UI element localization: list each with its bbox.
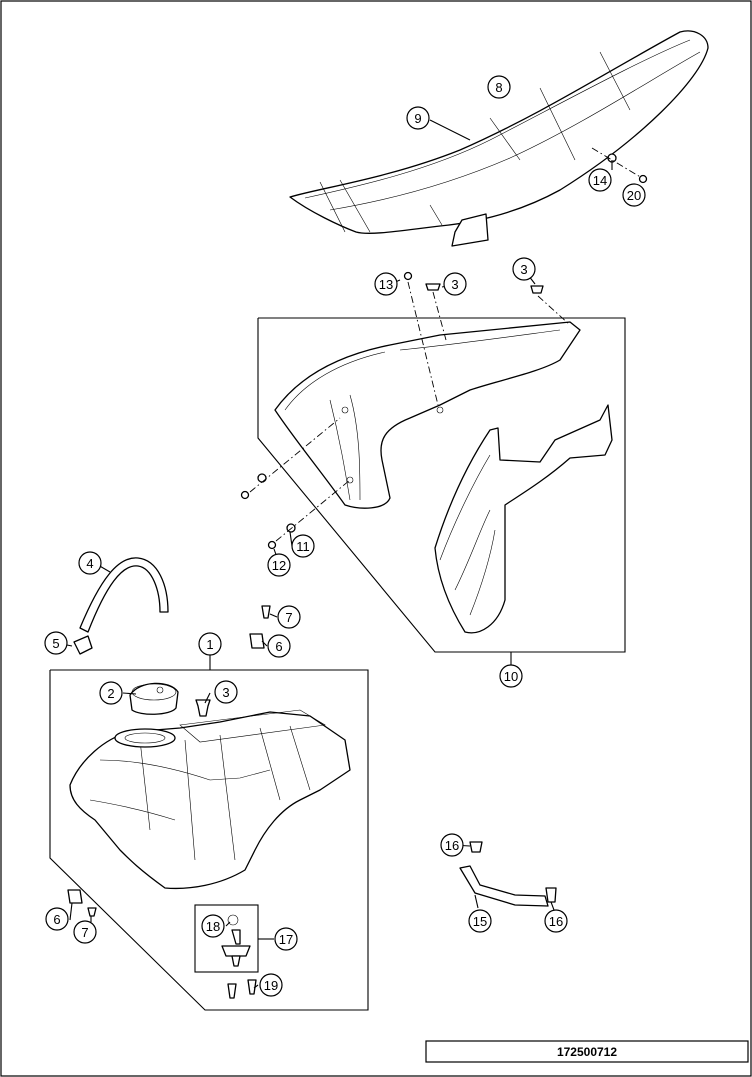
callout-4: 4 [78, 551, 102, 575]
callout-13-text: 13 [379, 277, 393, 292]
callout-20: 20 [622, 183, 646, 207]
callout-10: 10 [499, 664, 523, 688]
fasteners-side-cover [240, 271, 571, 550]
fuel-tap-box [194, 904, 259, 973]
callout-9: 9 [406, 106, 430, 130]
callout-11-text: 11 [296, 539, 310, 554]
callout-5: 5 [44, 631, 68, 655]
callout-2: 2 [99, 681, 123, 705]
callout-6a: 6 [267, 634, 291, 658]
callout-16a-text: 16 [445, 838, 459, 853]
callout-3c: 3 [214, 680, 238, 704]
callout-16b: 16 [544, 909, 568, 933]
fuel-tap [221, 914, 251, 967]
callout-18-text: 18 [206, 919, 220, 934]
callout-8: 8 [487, 75, 511, 99]
callout-13: 13 [374, 272, 398, 296]
callout-3b-text: 3 [520, 262, 527, 277]
callout-3c-text: 3 [222, 685, 229, 700]
callout-7a-text: 7 [285, 610, 292, 625]
fuel-hose [459, 841, 557, 907]
callout-6a-text: 6 [275, 639, 282, 654]
left-side-cover [274, 321, 581, 509]
spacer-and-screw-lower [67, 889, 97, 917]
callout-9-text: 9 [414, 111, 421, 126]
callout-16b-text: 16 [549, 914, 563, 929]
callout-12: 12 [267, 553, 291, 577]
callout-3b: 3 [512, 257, 536, 281]
callout-18: 18 [201, 914, 225, 938]
side-cover-group-frame [257, 317, 626, 653]
callout-5-text: 5 [52, 636, 59, 651]
callout-12-text: 12 [272, 558, 286, 573]
callout-8-text: 8 [495, 80, 502, 95]
callout-14-text: 14 [593, 173, 607, 188]
callout-14: 14 [588, 168, 612, 192]
drawing-number-box [425, 1040, 749, 1063]
breather-hose [73, 557, 169, 655]
callout-20-text: 20 [627, 188, 641, 203]
seat-fasteners [591, 147, 648, 184]
callout-17: 17 [274, 927, 298, 951]
callout-7b-text: 7 [81, 925, 88, 940]
callout-1-text: 1 [206, 637, 213, 652]
callout-16a: 16 [440, 833, 464, 857]
callout-15-text: 15 [473, 914, 487, 929]
callout-10-text: 10 [504, 669, 518, 684]
callout-7a: 7 [277, 605, 301, 629]
callout-7b: 7 [73, 920, 97, 944]
callout-6b: 6 [45, 907, 69, 931]
callout-17-text: 17 [279, 932, 293, 947]
callout-19: 19 [259, 973, 283, 997]
tap-screws [227, 979, 257, 999]
right-side-cover [434, 404, 613, 634]
callout-11: 11 [291, 534, 315, 558]
fuel-tank [69, 709, 351, 890]
fuel-cap [129, 682, 179, 715]
callout-3a-text: 3 [451, 277, 458, 292]
seat [289, 30, 709, 247]
callout-15: 15 [468, 909, 492, 933]
spacer-and-screw-upper [249, 605, 271, 649]
fuel-tank-group-frame [49, 669, 369, 1011]
grommet [195, 699, 211, 717]
callout-19-text: 19 [264, 978, 278, 993]
callout-1: 1 [198, 632, 222, 656]
callout-2-text: 2 [107, 686, 114, 701]
callout-4-text: 4 [86, 556, 93, 571]
drawing-number: 172500712 [557, 1045, 617, 1059]
callout-3a: 3 [443, 272, 467, 296]
callout-6b-text: 6 [53, 912, 60, 927]
